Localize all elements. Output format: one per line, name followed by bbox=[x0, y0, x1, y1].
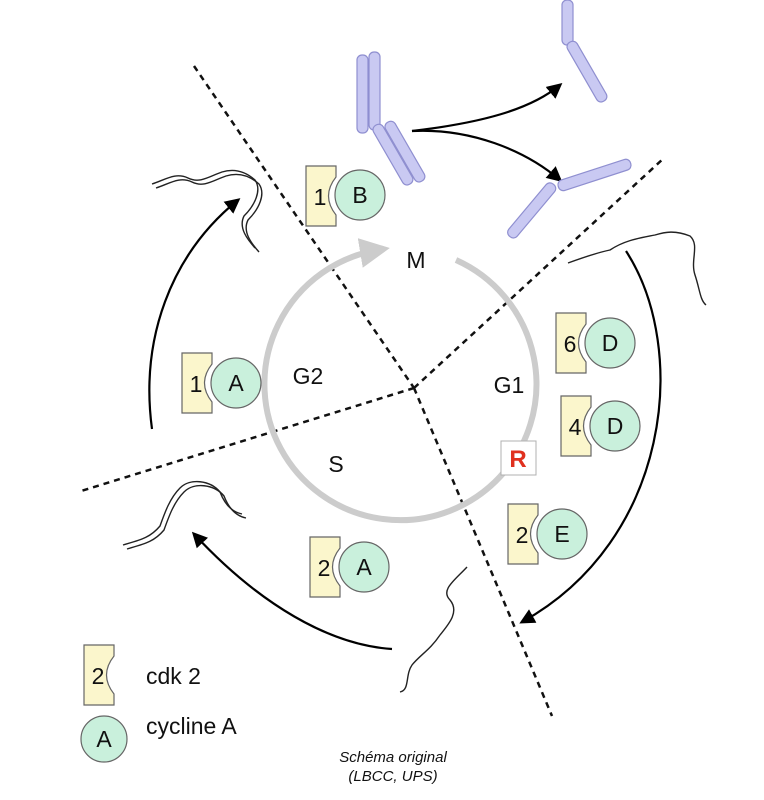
legend-cyclin-text: cycline A bbox=[146, 713, 237, 739]
cyclin-letter: E bbox=[554, 521, 569, 547]
arrow-m-to-g1-lower bbox=[411, 83, 563, 133]
phase-label-g1: G1 bbox=[494, 372, 525, 398]
cdk-number: 2 bbox=[516, 522, 529, 548]
cyclin-icon bbox=[338, 541, 390, 593]
phase-boundaries bbox=[77, 65, 665, 717]
legend-cyclin-symbol: A bbox=[96, 726, 112, 752]
boundary-g1-s bbox=[412, 387, 554, 717]
complex-cdk4-cyclin-d: 4 D bbox=[560, 395, 641, 457]
cycle-arrows bbox=[148, 83, 662, 651]
restriction-point-label: R bbox=[509, 446, 526, 473]
cdk-number: 2 bbox=[318, 555, 331, 581]
arrow-s-to-g2 bbox=[191, 531, 393, 651]
boundary-g2-m bbox=[192, 65, 416, 389]
chromosome-separating-bottom-icon bbox=[507, 158, 632, 239]
arrow-g1-to-s bbox=[519, 250, 662, 624]
cdk-icon bbox=[555, 312, 587, 374]
cdk-number: 1 bbox=[314, 184, 327, 210]
cdk-icon bbox=[181, 352, 213, 414]
restriction-point: R bbox=[500, 440, 537, 476]
cyclin-icon bbox=[210, 357, 262, 409]
arrow-m-to-g1 bbox=[411, 129, 563, 183]
cyclin-icon bbox=[584, 317, 636, 369]
complex-cdk6-cyclin-d: 6 D bbox=[555, 312, 636, 374]
cycle-ring-arrow bbox=[261, 238, 540, 524]
cyclin-letter: A bbox=[356, 554, 372, 580]
cyclin-icon bbox=[334, 169, 386, 221]
cdk-icon bbox=[83, 644, 115, 706]
dna-g1-icon bbox=[567, 231, 707, 306]
complex-cdk2-cyclin-a: 2 A bbox=[309, 536, 390, 598]
complex-cdk1-cyclin-b: 1 B bbox=[305, 165, 386, 227]
cyclin-icon bbox=[589, 400, 641, 452]
cdk-number: 1 bbox=[190, 371, 203, 397]
credit-line-1: Schéma original bbox=[339, 749, 447, 766]
dna-s-early-icon bbox=[399, 566, 468, 693]
cdk-icon bbox=[507, 503, 539, 565]
legend-cdk: 2 bbox=[83, 644, 115, 706]
boundary-m-g1 bbox=[413, 157, 665, 389]
cyclin-icon bbox=[536, 508, 588, 560]
chromosome-separating-top-icon bbox=[561, 0, 608, 103]
chromosome-metaphase-icon bbox=[356, 51, 426, 186]
cyclin-icon bbox=[80, 715, 128, 763]
cdk-icon bbox=[305, 165, 337, 227]
phase-label-s: S bbox=[328, 451, 343, 477]
dna-squiggles bbox=[122, 169, 707, 693]
complex-cdk1-cyclin-a: 1 A bbox=[181, 352, 262, 414]
cyclin-letter: B bbox=[352, 182, 367, 208]
legend-cyclin: A bbox=[80, 715, 128, 763]
phase-label-g2: G2 bbox=[293, 363, 324, 389]
cyclin-letter: D bbox=[602, 330, 619, 356]
boundary-s-g2 bbox=[77, 386, 415, 494]
legend-cdk-symbol: 2 bbox=[92, 663, 105, 689]
cdk-icon bbox=[309, 536, 341, 598]
cyclin-letter: D bbox=[607, 413, 624, 439]
cdk-icon bbox=[560, 395, 592, 457]
credit-line-2: (LBCC, UPS) bbox=[348, 768, 437, 785]
dna-s-late-icon bbox=[122, 481, 247, 550]
cdk-number: 4 bbox=[569, 414, 582, 440]
arrow-g2-to-m bbox=[148, 198, 241, 430]
legend-cdk-text: cdk 2 bbox=[146, 663, 201, 689]
complex-cdk2-cyclin-e: 2 E bbox=[507, 503, 588, 565]
dna-g2-icon bbox=[151, 169, 263, 253]
legend: 2 cdk 2 A cycline A bbox=[80, 644, 237, 763]
cdk-number: 6 bbox=[564, 331, 577, 357]
cyclin-letter: A bbox=[228, 370, 244, 396]
phase-label-m: M bbox=[406, 247, 425, 273]
